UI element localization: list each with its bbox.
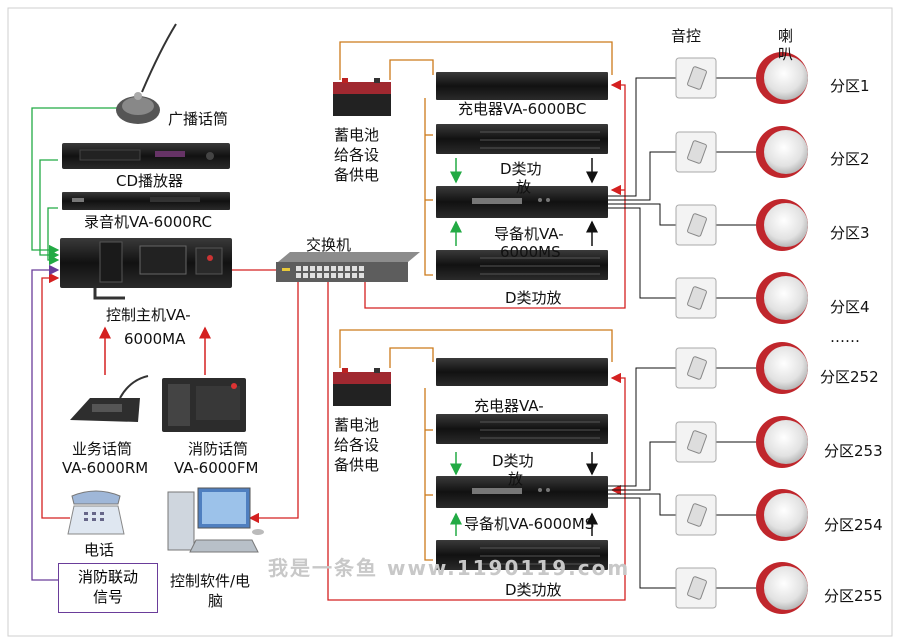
rack-top (436, 72, 608, 280)
fire-mic-icon (162, 378, 246, 432)
rack-bottom (436, 358, 608, 570)
guide-top-label-line2: 6000MS (500, 243, 561, 261)
green-wires-left (31, 107, 118, 266)
orange-wires-top (339, 41, 613, 276)
battery-bottom-icon (333, 368, 391, 406)
host-label-line1: 控制主机VA- (106, 306, 191, 324)
switch-label: 交换机 (306, 236, 352, 254)
zone-2-label: 分区2 (830, 150, 870, 168)
zone-1-label: 分区1 (830, 77, 870, 95)
zone-253-label: 分区253 (824, 442, 883, 460)
charger-bottom-label: 充电器VA- (474, 397, 544, 415)
zone-wires-bottom (608, 367, 756, 589)
speaker-header-line2: 叭 (778, 45, 794, 63)
battery-top-label-line3: 备供电 (334, 166, 380, 184)
business-mic-icon (70, 375, 149, 422)
guide-bottom-label: 导备机VA-6000MS (464, 515, 595, 533)
software-label-line2: 脑 (208, 592, 224, 610)
cd-player-icon (62, 143, 230, 169)
zone-ellipsis: …… (830, 328, 860, 346)
amp-bottom-label-line2: 放 (508, 470, 524, 488)
battery-bottom-label-line2: 给各设 (334, 436, 380, 454)
battery-bottom-label-line1: 蓄电池 (334, 416, 380, 434)
fire-mic-label-line2: VA-6000FM (174, 459, 259, 477)
broadcast-mic-label: 广播话筒 (168, 110, 229, 128)
zone-255-label: 分区255 (824, 587, 883, 605)
zone-4-label: 分区4 (830, 298, 870, 316)
biz-mic-label-line2: VA-6000RM (62, 459, 149, 477)
guide-top-label-line1: 导备机VA- (494, 225, 564, 243)
broadcast-mic-icon (116, 23, 177, 124)
fire-signal-label-line2: 信号 (92, 588, 123, 606)
battery-top-label-line1: 蓄电池 (334, 126, 380, 144)
zone-wires-top (608, 77, 756, 299)
battery-top-icon (333, 78, 391, 116)
cd-player-label: CD播放器 (116, 172, 184, 190)
host-label-line2: 6000MA (124, 330, 186, 348)
fire-signal-box: 消防联动 信号 (58, 563, 158, 613)
amp-top-label-line2: 放 (516, 178, 532, 196)
phone-icon (67, 490, 125, 535)
software-label-line1: 控制软件/电 (170, 572, 251, 590)
control-host-icon (60, 238, 232, 300)
amp-top-label-line1: D类功 (500, 160, 542, 178)
zone-3-label: 分区3 (830, 224, 870, 242)
amp-top-bottom-label: D类功放 (505, 289, 562, 307)
switch-top-wire (364, 79, 626, 309)
computer-icon (167, 487, 264, 553)
volume-knob-icons (687, 66, 707, 600)
zone-254-label: 分区254 (824, 516, 883, 534)
charger-top-label: 充电器VA-6000BC (458, 100, 587, 118)
speaker-header-line1: 喇 (778, 27, 794, 45)
orange-wires-bottom (339, 329, 613, 561)
switch-pc-wire (248, 282, 299, 524)
fire-mic-label-line1: 消防话筒 (188, 440, 249, 458)
recorder-label: 录音机VA-6000RC (84, 213, 212, 231)
phone-wire (41, 272, 70, 519)
biz-mic-label-line1: 业务话筒 (72, 440, 133, 458)
phone-label: 电话 (84, 541, 115, 559)
switch-icon (276, 252, 420, 282)
zone-252-label: 分区252 (820, 368, 879, 386)
frame-border (7, 7, 893, 637)
amp-bottom-bottom-label: D类功放 (505, 581, 562, 599)
battery-bottom-label-line3: 备供电 (334, 456, 380, 474)
battery-top-label-line2: 给各设 (334, 146, 380, 164)
fire-signal-wire (31, 264, 62, 581)
fire-signal-label-line1: 消防联动 (77, 568, 138, 586)
switch-bottom-wire (327, 282, 626, 601)
recorder-icon (62, 192, 230, 210)
amp-bottom-label-line1: D类功 (492, 452, 534, 470)
watermark-text: 我是一条鱼 www.1190119.com (268, 556, 631, 580)
volume-control-header: 音控 (671, 27, 702, 45)
speaker-icons (756, 52, 808, 614)
